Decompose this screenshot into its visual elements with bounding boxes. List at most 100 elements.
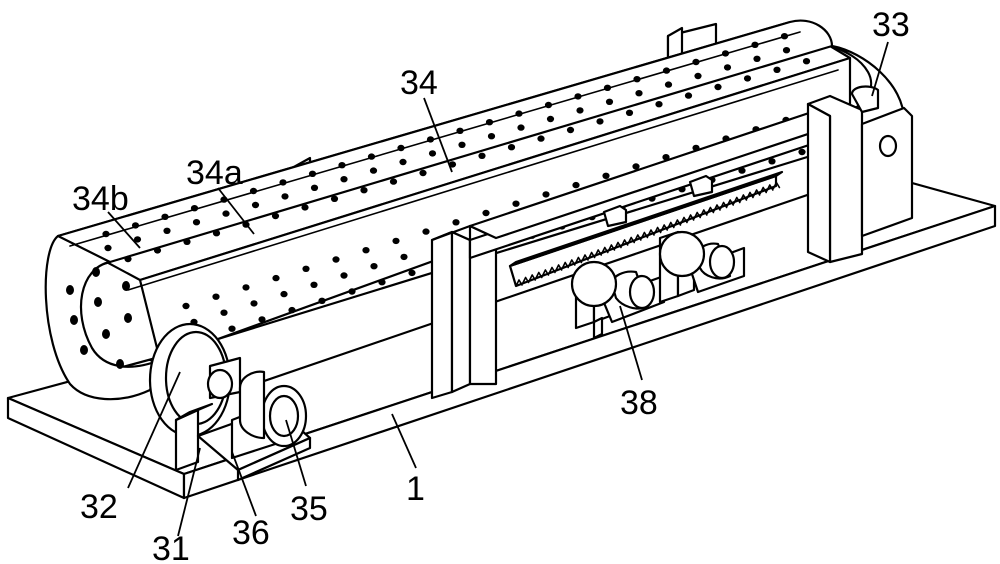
belt-hole (478, 152, 486, 159)
belt-hole (602, 172, 610, 179)
belt-hole (487, 133, 496, 140)
belt-hole (272, 274, 280, 282)
belt-hole (694, 72, 702, 80)
belt-hole (542, 191, 550, 198)
belt-hole (271, 212, 280, 220)
belt-hole (448, 161, 457, 168)
belt-hole (251, 201, 260, 209)
belt-hole (279, 179, 287, 186)
belt-hole (456, 127, 464, 134)
belt-hole (392, 237, 400, 245)
roller-end-holes (66, 267, 132, 369)
belt-hole (182, 302, 190, 310)
front-support (174, 402, 214, 472)
belt-hole (662, 154, 670, 161)
belt-hole (367, 153, 376, 160)
belt-hole (212, 230, 221, 237)
belt-hole (124, 255, 132, 263)
belt-hole (281, 193, 289, 200)
belt-hole (596, 118, 604, 125)
belt-hole (515, 110, 523, 117)
belt-hole (133, 236, 142, 243)
belt-hole (308, 170, 317, 177)
belt-hole (220, 309, 228, 316)
belt-hole (400, 253, 408, 261)
belt-hole (780, 33, 789, 40)
belt-hole (428, 150, 437, 157)
belt-hole (318, 297, 326, 304)
belt-hole (250, 300, 258, 307)
label-rear-roller: 33 (872, 6, 910, 44)
belt-hole (161, 213, 169, 220)
belt-hole (632, 163, 640, 170)
label-rack-drive: 38 (620, 384, 658, 422)
belt-hole (249, 187, 258, 195)
belt-hole (370, 263, 378, 270)
belt-hole (362, 247, 370, 254)
belt-hole (192, 219, 201, 226)
label-mount: 36 (232, 514, 270, 552)
belt-hole (338, 162, 346, 169)
front-motor-assembly (196, 368, 312, 482)
belt-hole (102, 230, 110, 238)
belt-hole (572, 181, 580, 189)
belt-hole (426, 136, 435, 143)
belt-hole (574, 93, 582, 100)
belt-hole (378, 279, 386, 286)
belt-hole (242, 284, 250, 291)
belt-hole (458, 141, 466, 148)
belt-hole (714, 83, 722, 91)
belt-hole (546, 115, 555, 123)
label-front-roller: 32 (80, 488, 118, 526)
belt-hole (302, 265, 310, 272)
label-belt-edge: 34b (72, 180, 129, 218)
belt-hole (153, 247, 162, 254)
front-gantry (430, 85, 914, 400)
belt-hole (228, 325, 236, 332)
belt-hole (655, 101, 663, 108)
belt-holes-top (102, 33, 811, 263)
belt-hole (633, 76, 641, 83)
belt-hole (222, 210, 230, 217)
belt-hole (332, 256, 340, 263)
leader-lines (107, 41, 889, 537)
belt-hole (625, 109, 634, 117)
label-belt: 34 (400, 64, 438, 102)
belt-hole (798, 148, 806, 156)
belt-hole (258, 316, 266, 323)
label-support: 31 (152, 530, 190, 564)
label-base: 1 (406, 470, 425, 508)
belt-hole (397, 144, 405, 152)
belt-hole (104, 244, 112, 252)
belt-hole (782, 47, 791, 54)
belt-hole (664, 81, 673, 88)
belt-hole (768, 158, 776, 165)
belt-hole (330, 195, 339, 202)
belt-hole (482, 209, 490, 217)
belt-hole (684, 92, 693, 99)
belt-hole (751, 41, 759, 48)
belt-hole (340, 176, 348, 183)
belt-hole (348, 288, 356, 295)
belt-hole (310, 281, 318, 288)
rack-drive-units (570, 230, 746, 340)
belt-hole (369, 167, 378, 174)
belt-hole (212, 293, 220, 300)
belt-hole (662, 67, 671, 74)
belt-hole (183, 238, 191, 245)
belt-hole (408, 269, 416, 277)
belt-hole (537, 135, 545, 142)
belt-hole (485, 119, 494, 126)
belt-hole (517, 124, 525, 131)
belt-hole (753, 55, 761, 62)
belt-hole (389, 178, 398, 185)
belt-hole (576, 107, 584, 114)
belt-hole (721, 50, 730, 57)
belt-hole (723, 64, 732, 71)
belt-hole (280, 290, 288, 298)
belt-hole (163, 227, 171, 234)
rack-bar (508, 170, 784, 288)
belt-hole (288, 306, 296, 314)
